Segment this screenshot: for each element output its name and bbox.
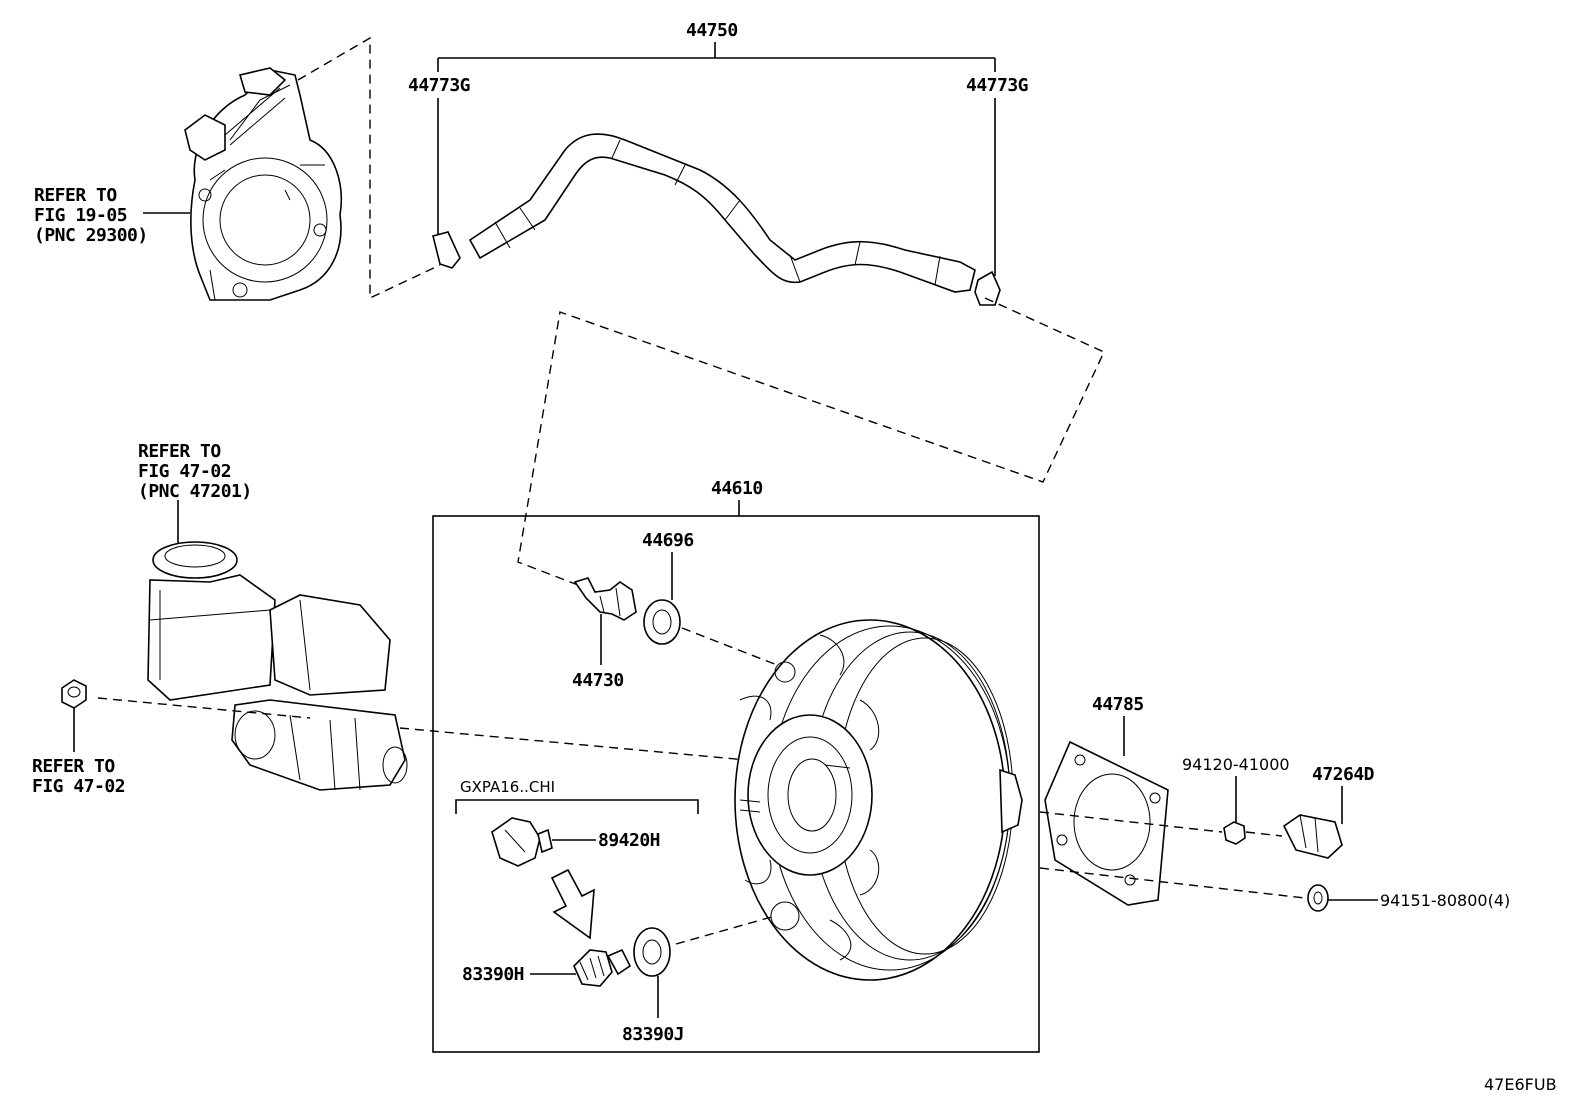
check-valve-illustration bbox=[573, 577, 637, 621]
refer-reservoir-line2: FIG 47-02 bbox=[138, 461, 231, 482]
refer-pump-line1: REFER TO bbox=[34, 185, 117, 206]
label-44696: 44696 bbox=[642, 530, 694, 551]
leader-nut-to-clevis bbox=[1245, 831, 1283, 837]
refer-reservoir-line3: (PNC 47201) bbox=[138, 481, 252, 502]
refer-reservoir-line1: REFER TO bbox=[138, 441, 221, 462]
bracket-model-group bbox=[455, 799, 699, 814]
refer-pump-line2: FIG 19-05 bbox=[34, 205, 127, 226]
label-model-group: GXPA16..CHI bbox=[460, 778, 555, 796]
diagram-code: 47E6FUB bbox=[1484, 1075, 1557, 1094]
label-83390j: 83390J bbox=[622, 1024, 684, 1045]
label-94120-41000: 94120-41000 bbox=[1182, 755, 1290, 774]
label-44773g-right: 44773G bbox=[966, 75, 1028, 96]
refer-nut-line2: FIG 47-02 bbox=[32, 776, 125, 797]
washer-illustration bbox=[1307, 884, 1329, 912]
label-94151-80800: 94151-80800(4) bbox=[1380, 891, 1510, 910]
vacuum-pump-illustration bbox=[184, 67, 342, 301]
label-44773g-left: 44773G bbox=[408, 75, 470, 96]
label-89420h: 89420H bbox=[598, 830, 660, 851]
leader-hose-to-booster bbox=[517, 297, 1105, 586]
sensor-89420h-illustration bbox=[491, 817, 553, 867]
label-47264d: 47264D bbox=[1312, 764, 1375, 785]
leader-stud-upper bbox=[1039, 811, 1223, 833]
label-44750: 44750 bbox=[686, 20, 738, 41]
leader-grommet-to-booster bbox=[681, 627, 791, 671]
nut-left-illustration bbox=[61, 679, 87, 709]
master-cylinder-illustration bbox=[147, 541, 408, 791]
sensor-grommet-illustration bbox=[633, 927, 671, 977]
leader-pump-top bbox=[297, 36, 441, 300]
sensor-83390h-illustration bbox=[573, 948, 632, 987]
booster-assembly-box bbox=[432, 515, 1040, 1053]
label-44730: 44730 bbox=[572, 670, 624, 691]
grommet-illustration bbox=[643, 599, 681, 645]
refer-pump-line3: (PNC 29300) bbox=[34, 225, 148, 246]
nut-illustration bbox=[1223, 821, 1246, 845]
replacement-arrow-icon bbox=[550, 868, 595, 940]
refer-nut-line1: REFER TO bbox=[32, 756, 115, 777]
label-83390h: 83390H bbox=[462, 964, 524, 985]
leader-sensor-grommet-to-booster bbox=[675, 915, 776, 945]
bracket-44750 bbox=[437, 42, 996, 72]
gasket-illustration bbox=[1044, 740, 1169, 906]
clevis-illustration bbox=[1282, 814, 1343, 859]
brake-booster-illustration bbox=[734, 619, 1023, 981]
label-44785: 44785 bbox=[1092, 694, 1144, 715]
label-44610: 44610 bbox=[711, 478, 763, 499]
vacuum-hose-illustration bbox=[432, 133, 1001, 306]
